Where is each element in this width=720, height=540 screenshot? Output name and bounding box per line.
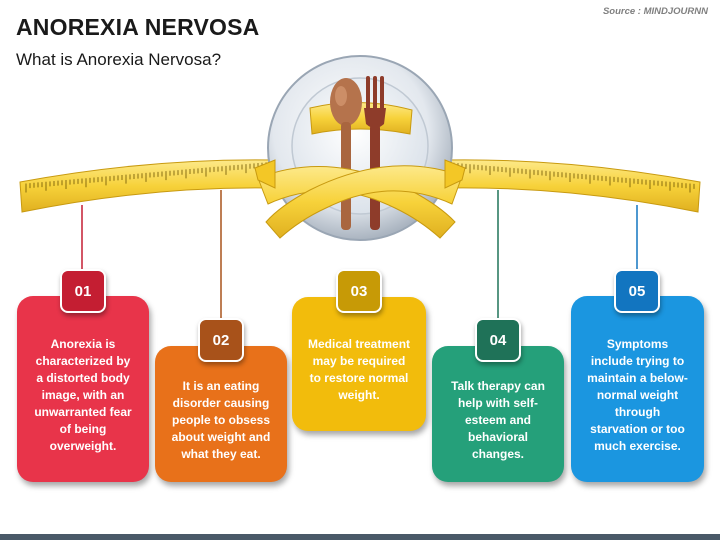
info-card-03: Medical treatment may be required to res… — [292, 297, 426, 431]
info-card-02: It is an eating disorder causing people … — [155, 346, 287, 482]
number-badge-01: 01 — [60, 269, 106, 313]
number-badge-04: 04 — [475, 318, 521, 362]
info-card-04-text: Talk therapy can help with self-esteem a… — [451, 378, 545, 461]
info-card-01-text: Anorexia is characterized by a distorted… — [34, 336, 132, 453]
info-card-05-text: Symptoms include trying to maintain a be… — [587, 336, 688, 453]
info-card-01: Anorexia is characterized by a distorted… — [17, 296, 149, 482]
info-card-05: Symptoms include trying to maintain a be… — [571, 296, 704, 482]
info-card-04: Talk therapy can help with self-esteem a… — [432, 346, 564, 482]
info-card-02-text: It is an eating disorder causing people … — [171, 378, 271, 461]
page-subtitle: What is Anorexia Nervosa? — [16, 50, 222, 69]
measuring-tape-left-icon — [19, 159, 276, 213]
page-title: ANOREXIA NERVOSA — [16, 14, 260, 40]
measuring-tape-cross-icon — [254, 159, 466, 239]
measuring-tape-right-icon — [444, 159, 701, 213]
source-label: Source : MINDJOURNN — [602, 6, 708, 17]
number-badge-03: 03 — [336, 269, 382, 313]
number-badge-05: 05 — [614, 269, 660, 313]
number-badge-02: 02 — [198, 318, 244, 362]
bottom-bar — [0, 534, 720, 540]
info-card-03-text: Medical treatment may be required to res… — [307, 337, 411, 402]
